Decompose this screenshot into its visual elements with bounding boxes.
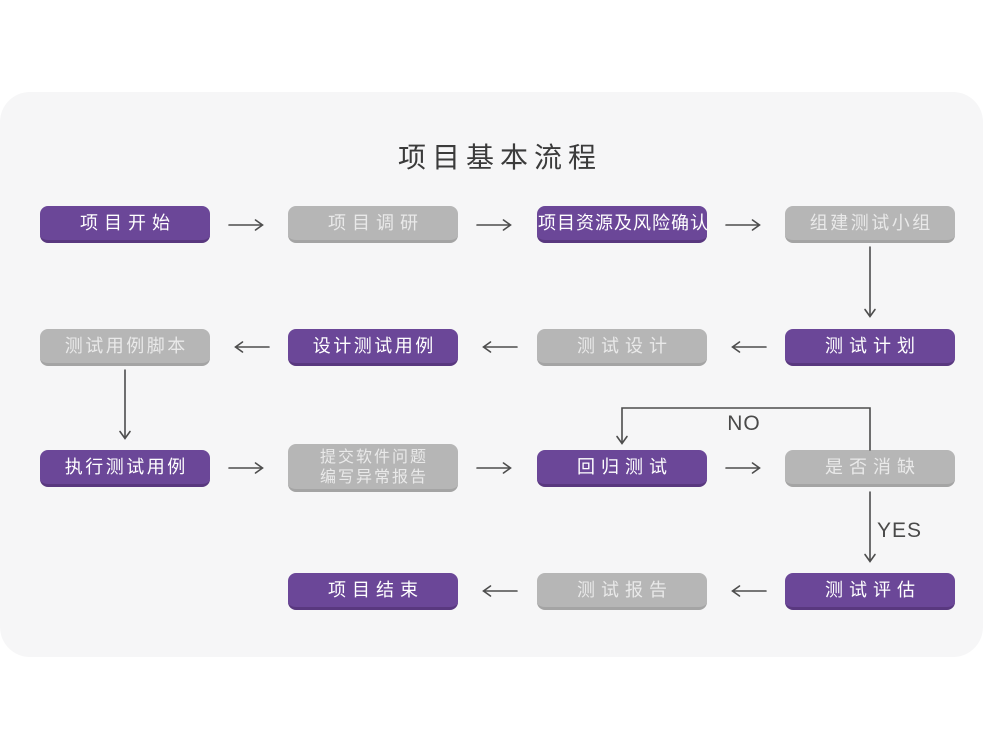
flow-node-case-design: 设计测试用例: [288, 329, 458, 366]
page-title: 项目基本流程: [397, 142, 602, 173]
edge-label-no: NO: [727, 412, 761, 435]
flowchart-card: [0, 92, 983, 657]
flow-node-case-script: 测试用例脚本: [40, 329, 210, 366]
issue-report-line2: 编写异常报告: [319, 469, 428, 486]
flow-node-defect-check: 是否消缺: [785, 450, 955, 487]
flow-node-risk: 项目资源及风险确认: [537, 206, 708, 243]
flow-node-issue-report: 提交软件问题 编写异常报告: [288, 444, 458, 492]
flow-node-end: 项目结束: [288, 573, 458, 610]
flow-node-regression: 回归测试: [537, 450, 707, 487]
edge-label-yes: YES: [877, 519, 923, 542]
flow-node-evaluate: 测试评估: [785, 573, 955, 610]
flow-node-test-report: 测试报告: [537, 573, 707, 610]
issue-report-line1: 提交软件问题: [319, 449, 428, 466]
flow-node-execute: 执行测试用例: [40, 450, 210, 487]
flow-node-research: 项目调研: [288, 206, 458, 243]
flow-node-team: 组建测试小组: [785, 206, 955, 243]
flow-node-design: 测试设计: [537, 329, 707, 366]
flow-node-plan: 测试计划: [785, 329, 955, 366]
flow-node-start: 项目开始: [40, 206, 210, 243]
